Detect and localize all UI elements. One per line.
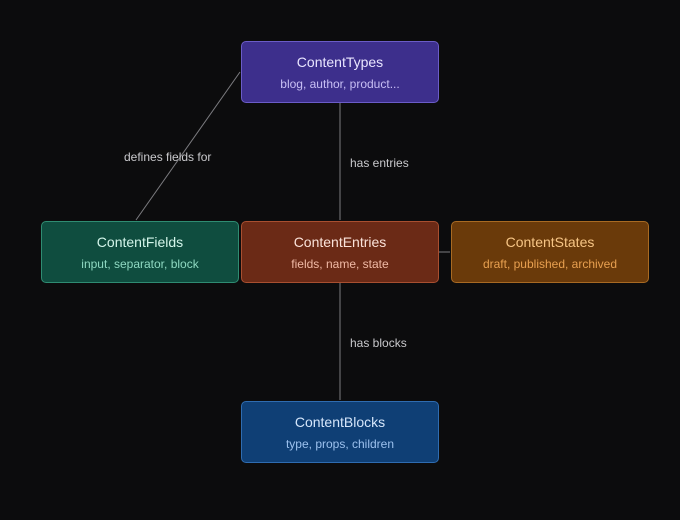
edge-types-to-fields <box>135 71 241 221</box>
node-content-states[interactable]: ContentStates draft, published, archived <box>451 221 649 283</box>
edge-label-has-blocks: has blocks <box>350 336 407 350</box>
node-subtitle: input, separator, block <box>81 257 199 271</box>
node-subtitle: fields, name, state <box>291 257 389 271</box>
node-subtitle: draft, published, archived <box>482 257 618 271</box>
edge-label-has-entries: has entries <box>350 156 409 170</box>
node-content-blocks[interactable]: ContentBlocks type, props, children <box>241 401 439 463</box>
edge-label-defines-fields-for: defines fields for <box>124 150 212 164</box>
node-title: ContentFields <box>96 234 184 250</box>
node-title: ContentTypes <box>296 54 384 70</box>
node-title: ContentBlocks <box>294 414 386 430</box>
node-title: ContentStates <box>505 234 595 250</box>
node-content-types[interactable]: ContentTypes blog, author, product... <box>241 41 439 103</box>
node-subtitle: blog, author, product... <box>280 77 400 91</box>
node-title: ContentEntries <box>293 234 387 250</box>
node-subtitle: type, props, children <box>285 437 395 451</box>
node-content-fields[interactable]: ContentFields input, separator, block <box>41 221 239 283</box>
node-content-entries[interactable]: ContentEntries fields, name, state <box>241 221 439 283</box>
